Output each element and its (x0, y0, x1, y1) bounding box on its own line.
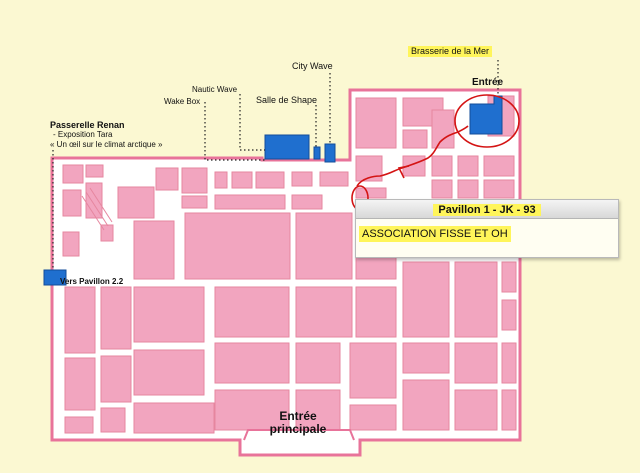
route-arrow (397, 165, 410, 179)
stand[interactable] (133, 220, 175, 280)
label-entree-principale-line2: principale (269, 422, 327, 436)
stand[interactable] (355, 286, 397, 338)
circle-brasserie (454, 94, 520, 148)
stand[interactable] (100, 355, 132, 403)
brasserie-venue[interactable] (469, 95, 503, 135)
stand[interactable] (133, 402, 215, 434)
salle-de-shape-venue[interactable] (313, 146, 321, 160)
label-oeil: « Un œil sur le climat arctique » (50, 140, 163, 149)
passerelle-venue[interactable] (43, 269, 67, 286)
stand[interactable] (402, 261, 450, 338)
stand[interactable] (214, 342, 290, 384)
stand[interactable] (214, 286, 290, 338)
stand[interactable] (431, 155, 453, 177)
stand[interactable] (100, 286, 132, 350)
label-vers-pavillon: Vers Pavillon 2.2 (60, 277, 124, 286)
label-entree-principale: Entrée principale (238, 410, 358, 436)
stand[interactable] (184, 212, 291, 280)
wake-box-venue[interactable] (264, 134, 310, 160)
main-entrance-gap[interactable] (243, 429, 355, 441)
stand[interactable] (214, 389, 290, 431)
stand-info-popup[interactable]: Pavillon 1 - JK - 93 ASSOCIATION FISSE E… (355, 199, 619, 258)
label-entree-principale-line1: Entrée (279, 409, 317, 423)
stand[interactable] (62, 231, 80, 257)
label-exposition: - Exposition Tara (53, 130, 113, 139)
popup-body: ASSOCIATION FISSE ET OH (356, 219, 618, 257)
leader-nautic-wave (239, 94, 265, 151)
stand[interactable] (402, 342, 450, 374)
stand[interactable] (295, 212, 353, 280)
stand[interactable] (355, 187, 387, 199)
stand[interactable] (133, 349, 205, 396)
stand[interactable] (501, 389, 517, 431)
popup-organization[interactable]: ASSOCIATION FISSE ET OH (359, 226, 511, 242)
stand[interactable] (64, 357, 96, 411)
stand[interactable] (402, 129, 428, 149)
stand[interactable] (214, 171, 228, 189)
label-wake-box: Wake Box (164, 97, 201, 106)
popup-header: Pavillon 1 - JK - 93 (356, 200, 618, 219)
stand[interactable] (295, 389, 341, 431)
label-passerelle: Passerelle Renan (50, 120, 125, 130)
stand[interactable] (457, 155, 479, 177)
stand[interactable] (155, 167, 179, 191)
stand[interactable] (349, 404, 397, 431)
label-salle-de-shape: Salle de Shape (256, 95, 318, 105)
stand[interactable] (454, 342, 498, 384)
stand[interactable] (214, 194, 286, 210)
stand[interactable] (133, 286, 205, 343)
stand[interactable] (355, 97, 397, 149)
label-city-wave: City Wave (292, 61, 333, 71)
stand[interactable] (64, 286, 96, 354)
leader-wake-box (204, 102, 265, 161)
stand[interactable] (457, 179, 479, 199)
stand[interactable] (295, 342, 341, 384)
stand[interactable] (501, 299, 517, 331)
city-wave-venue[interactable] (324, 143, 336, 163)
stand[interactable] (402, 379, 450, 431)
stand[interactable] (62, 189, 82, 217)
stand[interactable] (295, 286, 353, 338)
stand[interactable] (483, 155, 515, 177)
stand[interactable] (255, 171, 285, 189)
label-brasserie: Brasserie de la Mer (408, 46, 493, 57)
label-entree: Entrée (472, 77, 504, 88)
stand[interactable] (431, 109, 455, 149)
stand[interactable] (291, 171, 313, 187)
stand[interactable] (100, 407, 126, 433)
stand[interactable] (64, 416, 94, 434)
stand[interactable] (319, 171, 349, 187)
stand[interactable] (291, 194, 323, 210)
stand[interactable] (501, 261, 517, 293)
stand[interactable] (181, 195, 208, 209)
label-nautic-wave: Nautic Wave (192, 85, 238, 94)
stand[interactable] (483, 179, 515, 199)
stand[interactable] (231, 171, 253, 189)
stand[interactable] (181, 167, 208, 194)
stand[interactable] (501, 342, 517, 384)
stand[interactable] (117, 186, 155, 219)
stand[interactable] (431, 179, 453, 199)
stand[interactable] (454, 389, 498, 431)
stand[interactable] (454, 261, 498, 338)
stand[interactable] (349, 342, 397, 399)
popup-title: Pavillon 1 - JK - 93 (433, 204, 541, 216)
route-path (356, 125, 469, 187)
stand[interactable] (62, 164, 84, 184)
stand[interactable] (85, 164, 104, 178)
